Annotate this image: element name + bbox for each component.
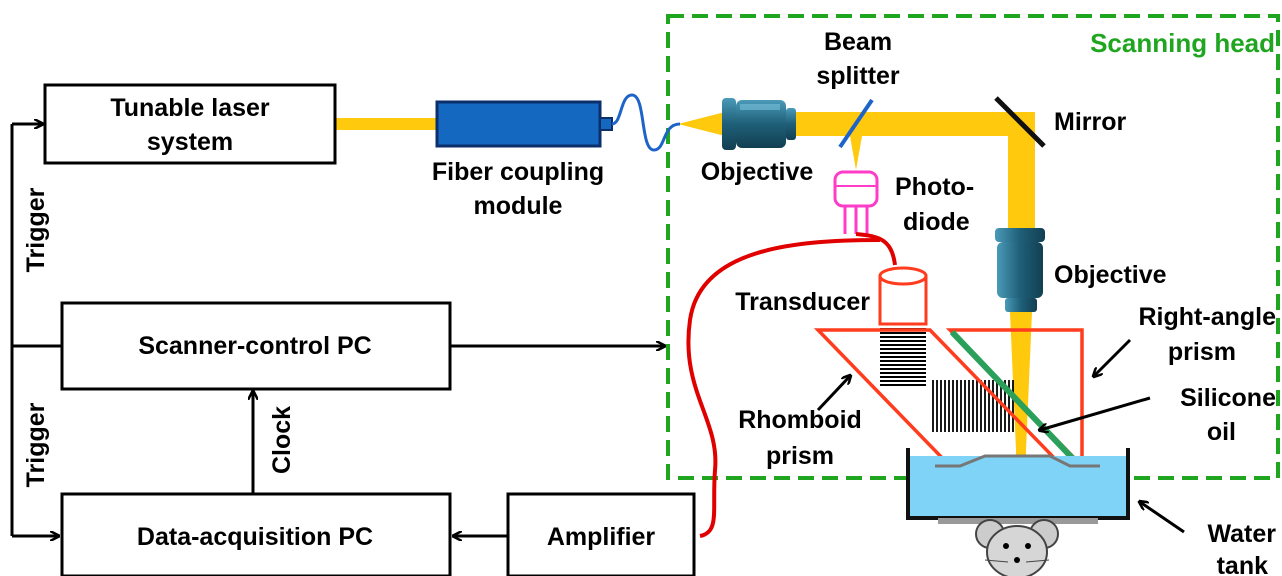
mouse-icon (975, 519, 1059, 576)
trigger-label-bottom: Trigger (22, 402, 50, 487)
fiber-coupling-module (435, 100, 602, 148)
objective-right-label: Objective (1054, 261, 1167, 289)
silicone-label-1: Silicone (1180, 384, 1276, 412)
water-tank-label-1: Water (1207, 520, 1276, 548)
tunable-laser-label-1: Tunable laser (110, 94, 270, 122)
fiber-coupling-label-2: module (474, 192, 563, 220)
water-tank (906, 448, 1130, 524)
rhomboid-label-1: Rhomboid (738, 406, 862, 434)
objective-left-icon (722, 98, 796, 150)
beam-splitter-label-1: Beam (824, 28, 892, 56)
trigger-label-top: Trigger (22, 187, 50, 272)
objective-left-label: Objective (701, 158, 814, 186)
scanner-control-pc-box (60, 301, 452, 391)
clock-label: Clock (268, 406, 296, 474)
mirror-icon (994, 96, 1046, 148)
data-acquisition-pc-box (60, 492, 452, 576)
photodiode-label-1: Photo- (895, 173, 974, 201)
mirror-label: Mirror (1054, 108, 1127, 136)
tunable-laser-label-2: system (147, 128, 233, 156)
beam-splitter-icon (838, 98, 874, 149)
right-angle-label-2: prism (1168, 338, 1236, 366)
rhomboid-label-2: prism (766, 442, 834, 470)
data-acquisition-pc-label: Data-acquisition PC (137, 523, 373, 551)
fiber-coupling-label-1: Fiber coupling (432, 158, 604, 186)
silicone-oil-layer (949, 329, 1081, 467)
optical-fiber (611, 93, 681, 152)
signal-cable (686, 232, 897, 538)
right-angle-label-1: Right-angle (1139, 303, 1277, 331)
tunable-laser-box (43, 83, 337, 165)
water-tank-label-2: tank (1217, 552, 1269, 576)
silicone-label-2: oil (1207, 418, 1236, 446)
transducer-icon (878, 266, 928, 326)
beam-splitter-label-2: splitter (816, 62, 900, 90)
objective-right-icon (995, 228, 1045, 312)
photodiode-icon (833, 170, 879, 234)
photodiode-label-2: diode (903, 208, 970, 236)
transducer-label: Transducer (735, 288, 870, 316)
scanning-head-label: Scanning head (1090, 28, 1275, 58)
amplifier-label: Amplifier (547, 523, 656, 551)
scanner-control-pc-label: Scanner-control PC (138, 332, 371, 360)
